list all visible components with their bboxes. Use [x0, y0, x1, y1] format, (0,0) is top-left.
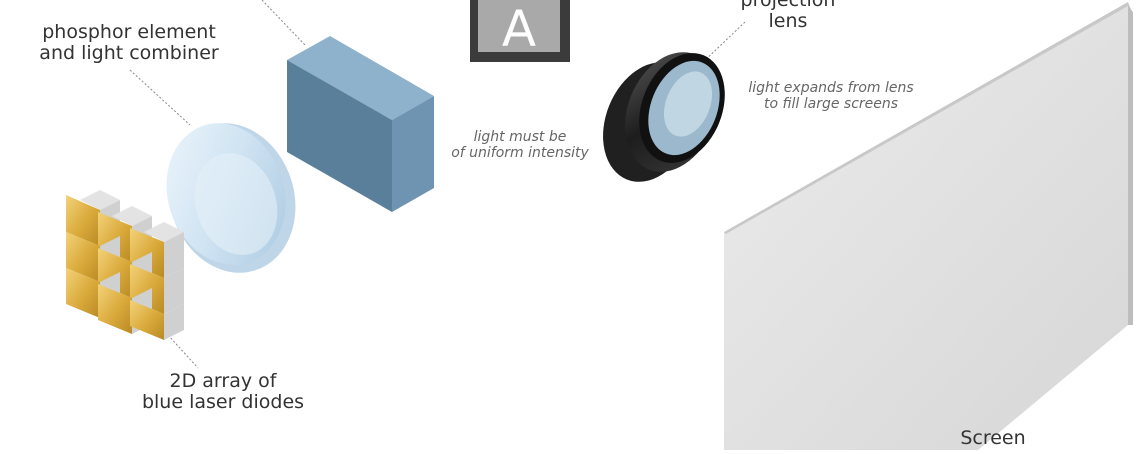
projection-lens-label: projection lens — [728, 0, 848, 31]
light-expands-note-line1: light expands from lens — [748, 80, 914, 96]
laser-diodes-label: 2D array of blue laser diodes — [118, 371, 328, 412]
projection-lens-label-line2: lens — [768, 9, 808, 32]
projection-lens-label-line1: projection — [740, 0, 836, 11]
image-chip: A — [470, 0, 570, 62]
uniform-intensity-note-line2: of uniform intensity — [451, 145, 589, 162]
screen — [724, 2, 1133, 450]
light-expands-note: light expands from lens to fill large sc… — [736, 80, 926, 112]
phosphor-leader-line — [129, 69, 191, 126]
uniform-intensity-note: light must be of uniform intensity — [440, 129, 600, 161]
laser-diodes-label-line1: 2D array of — [169, 370, 277, 392]
phosphor-label: phosphor element and light combiner — [14, 22, 244, 63]
diodes-leader-line — [167, 334, 199, 369]
image-chip-letter: A — [502, 0, 536, 58]
projection-lens — [603, 52, 725, 182]
screen-label: Screen — [960, 427, 1026, 449]
uniform-intensity-note-line1: light must be — [473, 129, 567, 145]
combiner-lens — [166, 123, 296, 273]
phosphor-label-line2: and light combiner — [39, 41, 219, 64]
light-expands-note-line2: to fill large screens — [763, 96, 899, 113]
laser-diode-array — [66, 190, 184, 340]
phosphor-block — [287, 36, 434, 212]
laser-diodes-label-line2: blue laser diodes — [141, 390, 305, 413]
phosphor-label-line1: phosphor element — [42, 21, 216, 43]
top-leader-line — [261, 0, 306, 46]
